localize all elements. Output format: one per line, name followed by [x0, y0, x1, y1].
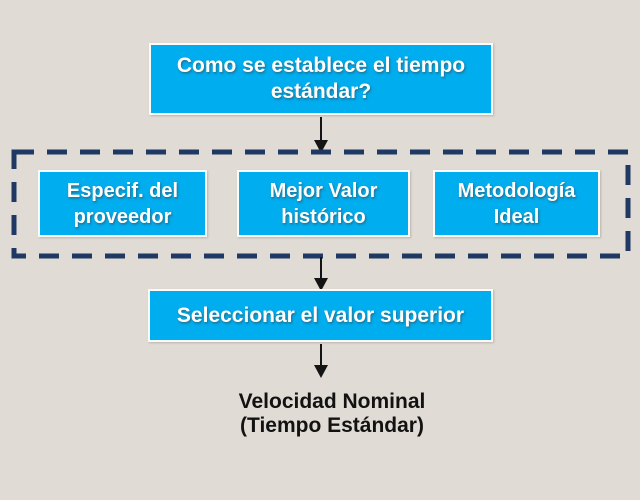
options-group-dashed-outline: [11, 149, 631, 259]
select-label: Seleccionar el valor superior: [176, 303, 465, 327]
result-line-2: (Tiempo Estándar): [240, 414, 424, 437]
flowchart-node-mejor-valor: Mejor Valor histórico: [237, 170, 410, 237]
arrow-head-icon: [314, 365, 328, 378]
arrow-stem: [320, 257, 322, 279]
option-label: Mejor Valor histórico: [269, 179, 378, 228]
result-label: Velocidad Nominal (Tiempo Estándar): [182, 390, 482, 438]
result-line-1: Velocidad Nominal: [238, 390, 426, 413]
arrow-head-icon: [314, 278, 328, 291]
flowchart-node-select-superior: Seleccionar el valor superior: [148, 289, 493, 342]
option-label: Metodología Ideal: [457, 179, 576, 228]
arrow-stem: [320, 117, 322, 141]
question-label: Como se establece el tiempo estándar?: [176, 54, 466, 103]
flowchart-node-question: Como se establece el tiempo estándar?: [149, 43, 493, 115]
arrow-stem: [320, 344, 322, 366]
option-label: Especif. del proveedor: [66, 179, 179, 228]
flowchart-node-metodologia-ideal: Metodología Ideal: [433, 170, 600, 237]
flowchart-node-especif-proveedor: Especif. del proveedor: [38, 170, 207, 237]
